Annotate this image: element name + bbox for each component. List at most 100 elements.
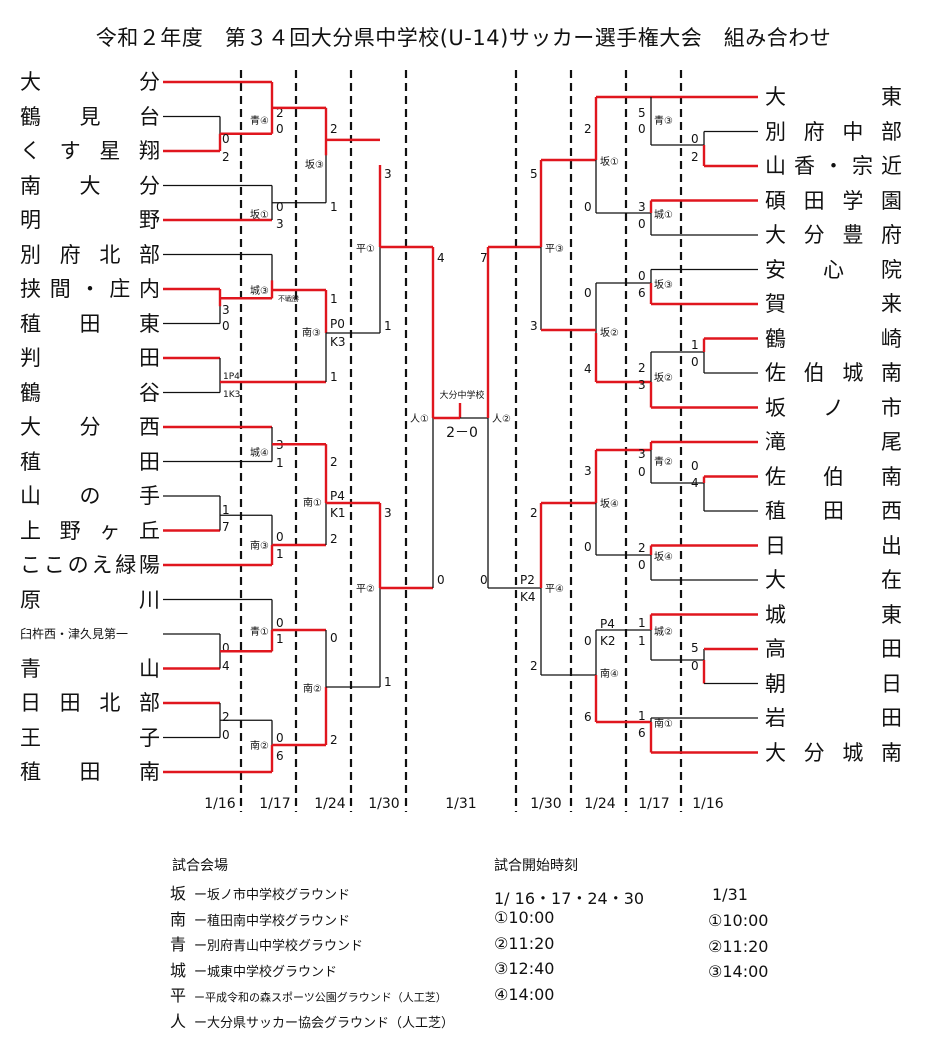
venue-abbr: 人 xyxy=(170,1011,187,1031)
score-label: 6 xyxy=(638,286,646,300)
score-label: 1 xyxy=(330,370,338,384)
score-label: 人① xyxy=(410,413,429,425)
score-label: 不戦勝 xyxy=(278,294,299,303)
score-label: 3 xyxy=(584,464,592,478)
score-label: 3 xyxy=(384,167,392,181)
team-name: 稙田東 xyxy=(20,311,160,336)
score-label: 2 xyxy=(638,541,646,555)
team-name: 稙田西 xyxy=(765,499,902,523)
score-label: 0 xyxy=(638,465,646,479)
venue-abbr: 青 xyxy=(170,935,187,954)
score-label: 0 xyxy=(222,641,230,655)
round-date: 1/30 xyxy=(530,796,562,812)
round-date: 1/24 xyxy=(584,796,616,812)
score-label: 4 xyxy=(691,476,699,490)
team-name: 判田 xyxy=(20,346,160,370)
score-label: 坂③ xyxy=(305,159,324,171)
score-label: 平① xyxy=(356,244,375,255)
score-label: 0 xyxy=(276,616,284,630)
venue-heading: 試合会場 xyxy=(172,858,228,874)
team-name: 王子 xyxy=(20,725,160,750)
score-label: K4 xyxy=(520,590,536,604)
score-label: 平③ xyxy=(545,244,564,255)
round-date: 1/17 xyxy=(259,796,291,812)
start-time: ③12:40 xyxy=(494,959,555,978)
score-label: 0 xyxy=(222,132,230,146)
score-label: P2 xyxy=(520,573,535,587)
team-name: 高田 xyxy=(765,637,902,661)
venue-name: ー城東中学校グラウンド xyxy=(194,964,338,980)
score-label: 0 xyxy=(222,728,230,742)
team-name: ここのえ緑陽 xyxy=(20,553,160,577)
score-label: 青③ xyxy=(654,114,673,127)
score-label: 0 xyxy=(480,573,488,587)
score-label: 0 xyxy=(691,355,699,369)
score-label: 坂① xyxy=(600,156,619,168)
team-name: 城東 xyxy=(765,602,902,627)
team-name: 臼杵西・津久見第一 xyxy=(20,627,129,641)
score-label: 2 xyxy=(222,710,230,724)
score-label: 0 xyxy=(584,200,592,214)
score-label: P4 xyxy=(600,617,615,631)
team-name: 南大分 xyxy=(20,173,160,198)
score-label: 2 xyxy=(330,532,338,546)
team-name: 大東 xyxy=(765,85,902,109)
score-label: 2 xyxy=(530,506,538,520)
score-label: 青① xyxy=(250,625,269,638)
score-label: 1 xyxy=(384,319,392,333)
score-label: 2 xyxy=(330,455,338,469)
score-label: 青④ xyxy=(250,114,269,127)
score-label: 0 xyxy=(276,731,284,745)
score-label: 平④ xyxy=(545,584,564,595)
score-label: 5 xyxy=(638,106,646,120)
time-heading: 試合開始時刻 xyxy=(494,858,578,874)
start-time: ②11:20 xyxy=(708,936,769,956)
score-label: 1 xyxy=(638,616,646,630)
score-label: 5 xyxy=(691,641,699,655)
score-label: 南③ xyxy=(302,326,321,339)
team-name: 大分豊府 xyxy=(765,223,902,247)
score-label: 2 xyxy=(330,733,338,747)
score-label: 城① xyxy=(654,209,673,221)
score-label: 7 xyxy=(222,520,230,534)
score-label: 1 xyxy=(276,632,284,646)
score-label: 南① xyxy=(654,717,673,730)
team-name: 原川 xyxy=(20,587,160,612)
score-label: 4 xyxy=(437,251,445,265)
team-name: 山香・宗近 xyxy=(765,154,902,178)
score-label: 0 xyxy=(584,634,592,648)
team-name: 大分 xyxy=(20,70,160,94)
team-name: 日田北部 xyxy=(20,691,160,715)
score-label: 0 xyxy=(691,132,699,146)
score-label: 2 xyxy=(638,361,646,375)
score-label: 城③ xyxy=(250,285,269,297)
score-label: K3 xyxy=(330,335,346,349)
score-label: 2 xyxy=(530,659,538,673)
score-label: 平② xyxy=(356,584,375,595)
venue-name: ー稙田南中学校グラウンド xyxy=(194,913,351,929)
score-label: 城④ xyxy=(250,447,269,459)
score-label: 3 xyxy=(276,217,284,231)
start-time: ①10:00 xyxy=(708,911,769,930)
start-time: ③14:00 xyxy=(708,962,769,981)
team-name: 大在 xyxy=(765,568,902,592)
team-name: 稙田南 xyxy=(20,760,160,784)
team-name: 岩田 xyxy=(765,706,902,730)
start-time: ④14:00 xyxy=(494,984,555,1004)
start-time: 1/ 16・17・24・30 xyxy=(494,889,645,908)
score-label: 5 xyxy=(530,167,538,181)
venue-name: ー別府青山中学校グラウンド xyxy=(194,939,364,954)
score-label: 2 xyxy=(584,122,592,136)
score-label: 3 xyxy=(638,447,646,461)
score-label: 坂④ xyxy=(600,498,619,510)
score-label: 人② xyxy=(492,413,511,425)
venue-item: 人ー大分県サッカー協会グラウンド（人工芝） xyxy=(170,1008,454,1032)
score-label: 3 xyxy=(530,319,538,333)
score-label: 南④ xyxy=(600,667,619,680)
score-label: 2 xyxy=(330,122,338,136)
score-label: 1 xyxy=(222,503,230,517)
score-label: 6 xyxy=(276,749,284,763)
team-name: 鶴谷 xyxy=(20,380,160,405)
score-label: 0 xyxy=(584,286,592,300)
round-date: 1/16 xyxy=(692,796,724,812)
